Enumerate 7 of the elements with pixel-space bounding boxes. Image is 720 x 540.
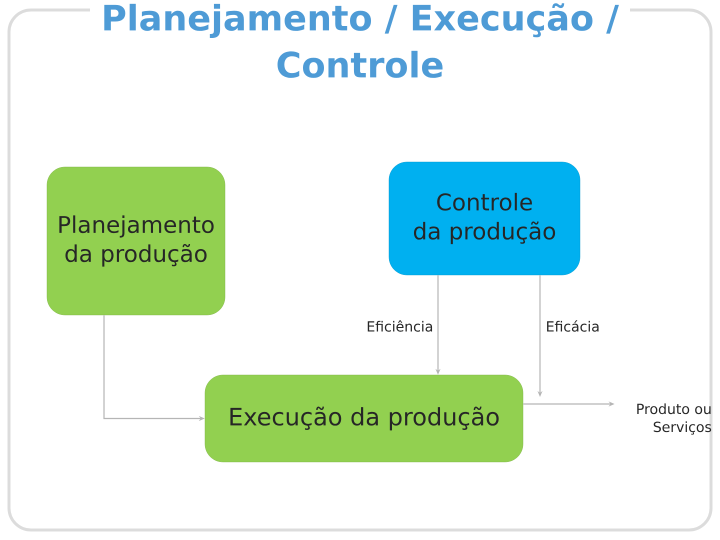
output-label: Produto ou Serviços [637, 403, 712, 435]
edge-label: Eficiência [364, 318, 435, 334]
process-box: Planejamento da produção [46, 166, 226, 316]
process-box: Controle da produção [388, 162, 580, 276]
title: Planejamento / Execução / Controle [104, 3, 619, 78]
process-box: Execução da produção [204, 374, 524, 462]
edge-label: Eficácia [544, 318, 602, 334]
